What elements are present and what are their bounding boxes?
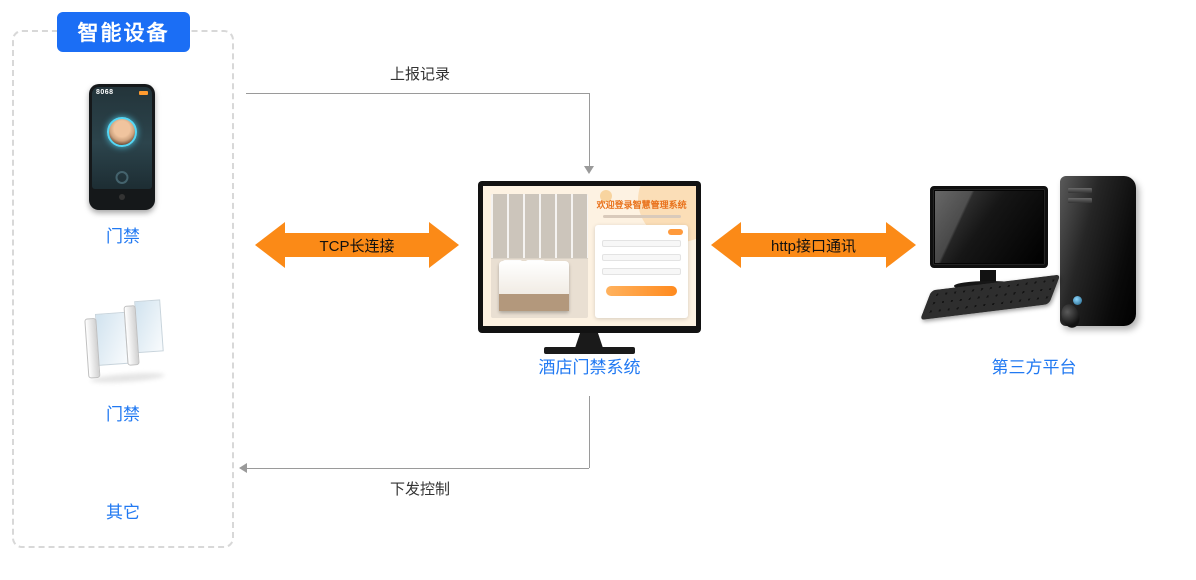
turnstile-image	[75, 293, 173, 391]
login-title: 欢迎登录智慧管理系统	[596, 200, 687, 210]
face-terminal-image: 8068	[89, 84, 155, 210]
arrow-right-icon	[886, 222, 916, 268]
face-photo-icon	[107, 117, 137, 147]
control-flow-label: 下发控制	[389, 481, 450, 498]
monitor-stand-neck	[575, 333, 603, 348]
version-badge	[668, 229, 683, 235]
power-button-icon	[1073, 296, 1082, 305]
others-label: 其它	[106, 503, 140, 522]
smart-devices-title: 智能设备	[57, 12, 190, 52]
hotel-system-monitor: 欢迎登录智慧管理系统	[478, 181, 701, 333]
captcha-field	[602, 268, 681, 275]
hotel-system-label: 酒店门禁系统	[538, 358, 641, 377]
battery-icon	[139, 90, 148, 95]
monitor-stand-base	[544, 347, 635, 354]
pc-monitor-neck	[980, 270, 996, 283]
tcp-arrow-label: TCP长连接	[285, 233, 429, 257]
face-terminal-model: 8068	[96, 89, 114, 96]
http-arrow-label: http接口通讯	[741, 233, 886, 257]
pc-tower	[1060, 176, 1136, 326]
report-flow-arrowhead-icon	[584, 166, 594, 174]
turnstile-shadow	[90, 371, 165, 385]
drive-bay-slot	[1068, 198, 1092, 203]
report-flow-line-v	[589, 93, 590, 167]
pc-monitor	[930, 186, 1048, 268]
login-button	[606, 286, 677, 296]
report-flow-label: 上报记录	[389, 66, 450, 83]
control-flow-line-v	[589, 396, 590, 468]
arrow-right-icon	[429, 222, 459, 268]
username-field	[602, 240, 681, 247]
face-terminal-screen: 8068	[92, 87, 152, 189]
login-screen-body: 欢迎登录智慧管理系统	[491, 194, 688, 318]
login-panel: 欢迎登录智慧管理系统	[595, 194, 688, 318]
arrow-left-icon	[711, 222, 741, 268]
bedroom-photo	[491, 194, 589, 318]
login-subtitle-bar	[602, 215, 681, 218]
login-screen: 欢迎登录智慧管理系统	[483, 186, 696, 326]
arrow-left-icon	[255, 222, 285, 268]
control-flow-line-h	[246, 468, 589, 469]
tcp-arrow: TCP长连接	[255, 222, 459, 268]
camera-dot-icon	[119, 194, 125, 200]
face-terminal-label: 门禁	[106, 227, 140, 246]
http-arrow: http接口通讯	[711, 222, 916, 268]
login-card	[595, 225, 688, 318]
third-party-label: 第三方平台	[991, 358, 1077, 377]
pc-monitor-screen	[935, 191, 1043, 263]
third-party-computer	[916, 176, 1152, 342]
fingerprint-icon	[115, 171, 129, 184]
decor-circle	[600, 190, 612, 202]
turnstile-label: 门禁	[106, 405, 140, 424]
turnstile-glass-panel	[134, 299, 164, 354]
report-flow-line-h	[246, 93, 589, 94]
drive-bay-slot	[1068, 188, 1092, 193]
control-flow-arrowhead-icon	[239, 463, 247, 473]
face-terminal-statusbar: 8068	[92, 87, 152, 98]
password-field	[602, 254, 681, 261]
blanket-shape	[498, 294, 569, 311]
